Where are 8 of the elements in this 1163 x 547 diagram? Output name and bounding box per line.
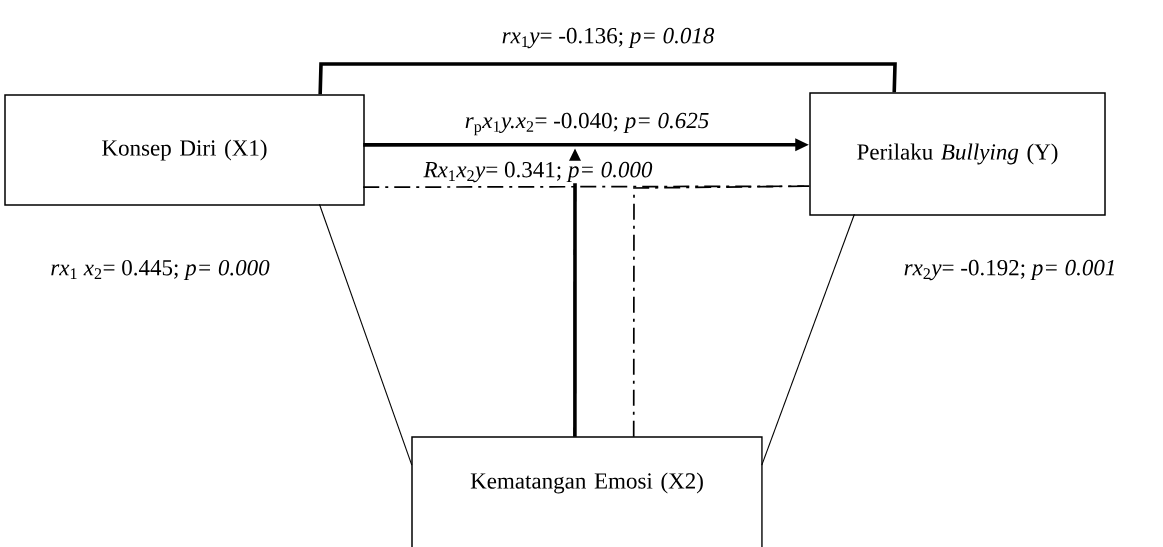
variable-box: Perilaku Bullying (Y)	[809, 92, 1106, 216]
edge-label: rx$_{1}$y= -0.136; p= 0.018	[500, 26, 716, 50]
edge-label: r$_{p}$x$_{1}$y.x$_{2}$= -0.040; p= 0.625	[463, 111, 711, 137]
edge-label: Rx$_{1}$x$_{2}$y= 0.341; p= 0.000	[422, 160, 654, 184]
edge-label: rx$_{2}$y= -0.192; p= 0.001	[902, 258, 1118, 282]
variable-box: Kematangan Emosi (X2)	[411, 436, 763, 547]
variable-box: Konsep Diri (X1)	[4, 94, 365, 206]
edge-label: rx$_{1}$ x$_{2}$= 0.445; p= 0.000	[49, 258, 271, 282]
